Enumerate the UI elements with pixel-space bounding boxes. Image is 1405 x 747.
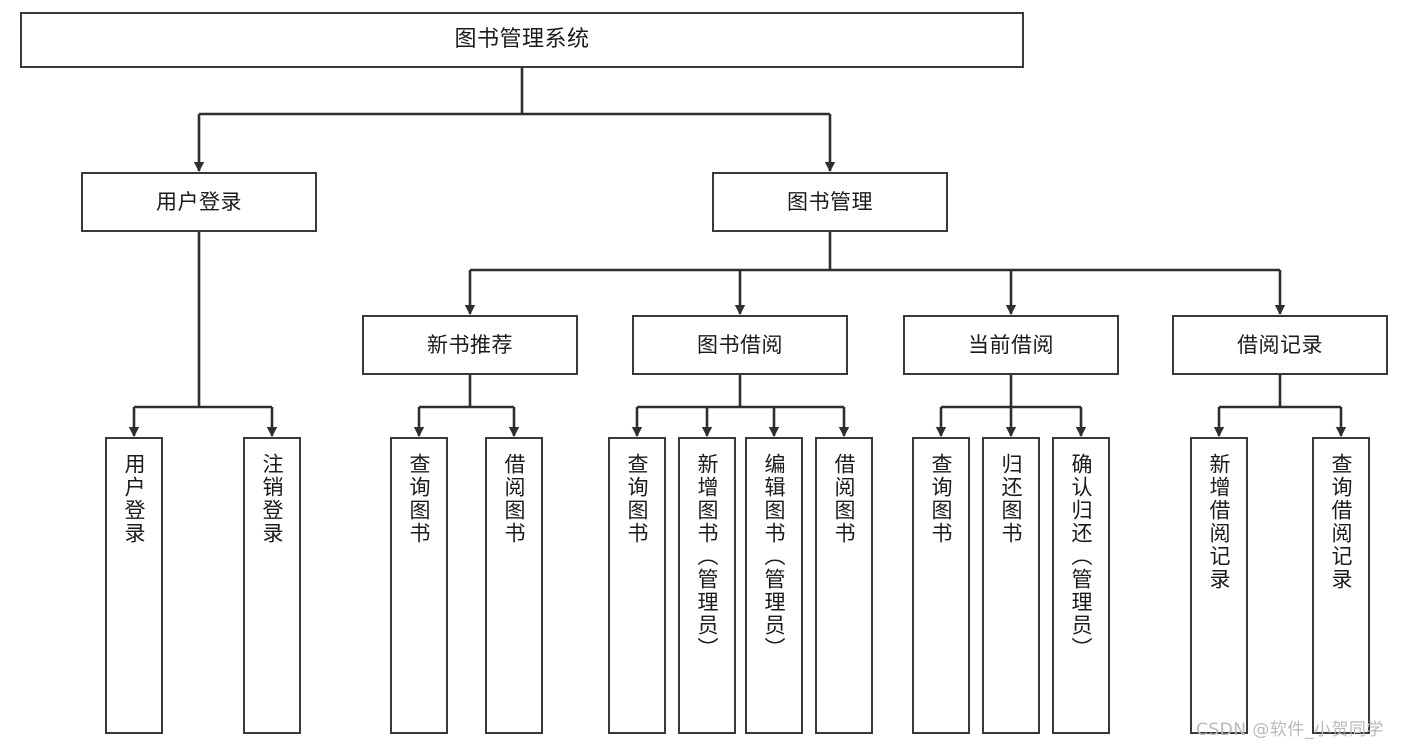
node-label: 借阅图书: [832, 453, 857, 545]
node-leaf-bb-borrow[interactable]: 借阅图书: [815, 437, 873, 734]
node-label: 新书推荐: [427, 332, 513, 357]
node-leaf-br-query[interactable]: 查询借阅记录: [1312, 437, 1370, 734]
node-label: 借阅记录: [1237, 332, 1323, 357]
node-label: 新增图书（管理员）: [695, 453, 720, 660]
node-label: 当前借阅: [968, 332, 1054, 357]
node-leaf-cb-return[interactable]: 归还图书: [982, 437, 1040, 734]
node-user-login[interactable]: 用户登录: [81, 172, 317, 232]
node-leaf-user-login[interactable]: 用户登录: [105, 437, 163, 734]
watermark-text: CSDN @软件_小贺同学: [1196, 720, 1384, 740]
node-leaf-rec-query[interactable]: 查询图书: [390, 437, 448, 734]
node-new-book-rec[interactable]: 新书推荐: [362, 315, 578, 375]
node-root[interactable]: 图书管理系统: [20, 12, 1024, 68]
node-label: 编辑图书（管理员）: [762, 453, 787, 660]
node-label: 新增借阅记录: [1207, 453, 1232, 591]
edge-group: [128, 68, 1347, 437]
node-label: 图书管理系统: [454, 27, 590, 53]
node-label: 查询图书: [929, 453, 954, 545]
node-label: 注销登录: [260, 453, 285, 545]
node-current-borrow[interactable]: 当前借阅: [903, 315, 1119, 375]
node-label: 查询借阅记录: [1329, 453, 1354, 591]
node-book-borrow[interactable]: 图书借阅: [632, 315, 848, 375]
node-leaf-user-logout[interactable]: 注销登录: [243, 437, 301, 734]
node-label: 确认归还（管理员）: [1069, 453, 1094, 660]
node-leaf-bb-edit[interactable]: 编辑图书（管理员）: [745, 437, 803, 734]
node-leaf-rec-borrow[interactable]: 借阅图书: [485, 437, 543, 734]
node-label: 查询图书: [407, 453, 432, 545]
node-leaf-cb-confirm[interactable]: 确认归还（管理员）: [1052, 437, 1110, 734]
node-label: 归还图书: [999, 453, 1024, 545]
node-borrow-record[interactable]: 借阅记录: [1172, 315, 1388, 375]
node-label: 用户登录: [156, 189, 242, 214]
node-leaf-br-add[interactable]: 新增借阅记录: [1190, 437, 1248, 734]
node-leaf-bb-add[interactable]: 新增图书（管理员）: [678, 437, 736, 734]
node-label: 用户登录: [122, 453, 147, 545]
node-label: 图书管理: [787, 189, 873, 214]
node-leaf-cb-query[interactable]: 查询图书: [912, 437, 970, 734]
node-label: 查询图书: [625, 453, 650, 545]
node-leaf-bb-query[interactable]: 查询图书: [608, 437, 666, 734]
node-label: 借阅图书: [502, 453, 527, 545]
node-label: 图书借阅: [697, 332, 783, 357]
node-book-manage[interactable]: 图书管理: [712, 172, 948, 232]
